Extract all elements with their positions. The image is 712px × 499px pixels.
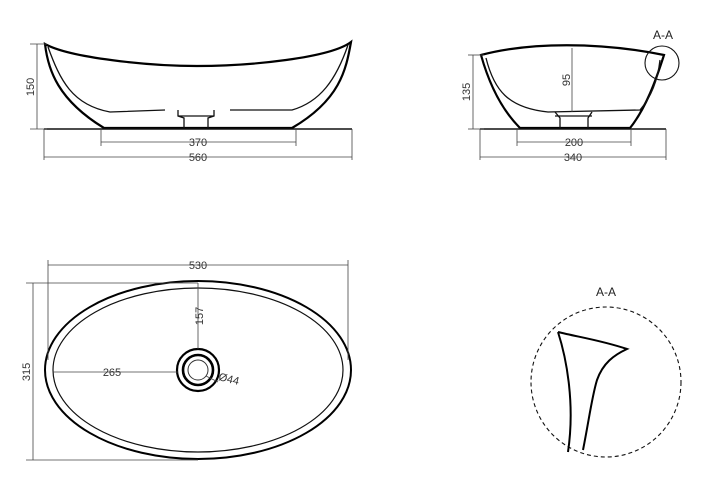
side-height-dim: 135: [461, 83, 473, 101]
top-length-dim: 530: [189, 260, 207, 272]
detail-rim-profile: [557, 331, 630, 453]
drain-inner-ring: [187, 359, 209, 381]
front-height-dim: 150: [25, 78, 37, 96]
side-overall-dim: 340: [564, 152, 582, 164]
front-drain: [177, 110, 215, 128]
section-callout-label: A-A: [653, 28, 673, 42]
top-outer-rim: [44, 280, 352, 460]
top-width-dim: 315: [21, 363, 33, 381]
front-basin-outline: [43, 39, 353, 130]
section-detail: A-A: [530, 285, 682, 458]
drain-middle-ring: [181, 353, 215, 387]
front-view: 150 370 560: [25, 39, 353, 164]
side-depth-dim: 95: [561, 74, 573, 86]
section-callout-circle: [644, 45, 680, 81]
front-inner-left-wall: [47, 46, 166, 113]
side-view: 95 135 200 340 A-A: [461, 28, 680, 164]
front-base-dim: 370: [189, 137, 207, 149]
front-overall-dim: 560: [189, 152, 207, 164]
side-inner-wall: [485, 57, 661, 113]
top-view: 530 315 265 157 Ø44: [21, 260, 352, 461]
side-base-dim: 200: [565, 137, 583, 149]
side-basin-outline: [479, 44, 666, 130]
top-center-y-dim: 157: [194, 307, 206, 325]
drain-diameter-dim: Ø44: [217, 371, 240, 388]
detail-circle: [530, 306, 682, 458]
detail-title: A-A: [596, 285, 616, 299]
front-inner-right-wall: [230, 44, 349, 111]
top-center-x-dim: 265: [103, 367, 121, 379]
side-drain: [554, 111, 593, 128]
